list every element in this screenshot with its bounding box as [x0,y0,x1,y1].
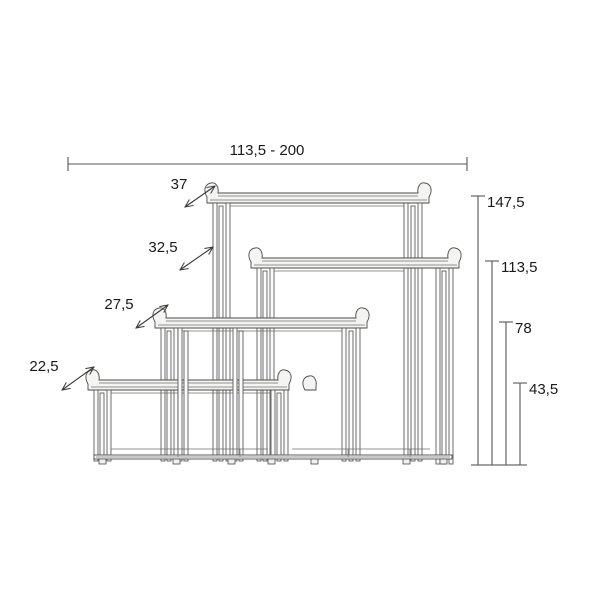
shelf-unit-drawing [85,182,462,465]
foot [227,458,236,465]
shelf-stub-center [302,375,317,391]
foot [402,458,411,465]
height-78-label: 78 [515,320,532,337]
depth-37-dimension: 37 [171,176,215,207]
height-147-5-dimension: 147,5 [471,194,525,466]
foot [439,458,448,465]
shelf-board-2 [248,247,462,269]
depth-37-label: 37 [171,176,188,193]
base-rail [93,448,453,460]
depth-32-5-dimension: 32,5 [148,239,213,270]
height-78-dimension: 78 [499,320,532,466]
overall-width-dimension: 113,5 - 200 [67,142,468,171]
divider-posts [177,327,317,462]
depth-22-5-label: 22,5 [29,358,58,375]
frame-tall-right [435,267,454,465]
foot [310,458,319,465]
depth-27-5-label: 27,5 [104,296,133,313]
foot [267,458,276,465]
height-113-5-label: 113,5 [501,259,537,276]
shelf-level-1-group [204,182,432,462]
feet-group [98,458,448,465]
foot [172,458,181,465]
depth-32-5-label: 32,5 [148,239,177,256]
height-43-5-dimension: 43,5 [513,381,558,466]
foot [98,458,107,465]
depth-22-5-dimension: 22,5 [29,358,94,390]
height-113-5-dimension: 113,5 [485,259,537,466]
depth-27-5-dimension: 27,5 [104,296,168,328]
height-147-5-label: 147,5 [487,194,525,211]
overall-width-label: 113,5 - 200 [230,142,305,159]
shelf-board-1 [204,182,432,204]
height-43-5-label: 43,5 [529,381,558,398]
shelf-level-2-group [248,247,462,462]
